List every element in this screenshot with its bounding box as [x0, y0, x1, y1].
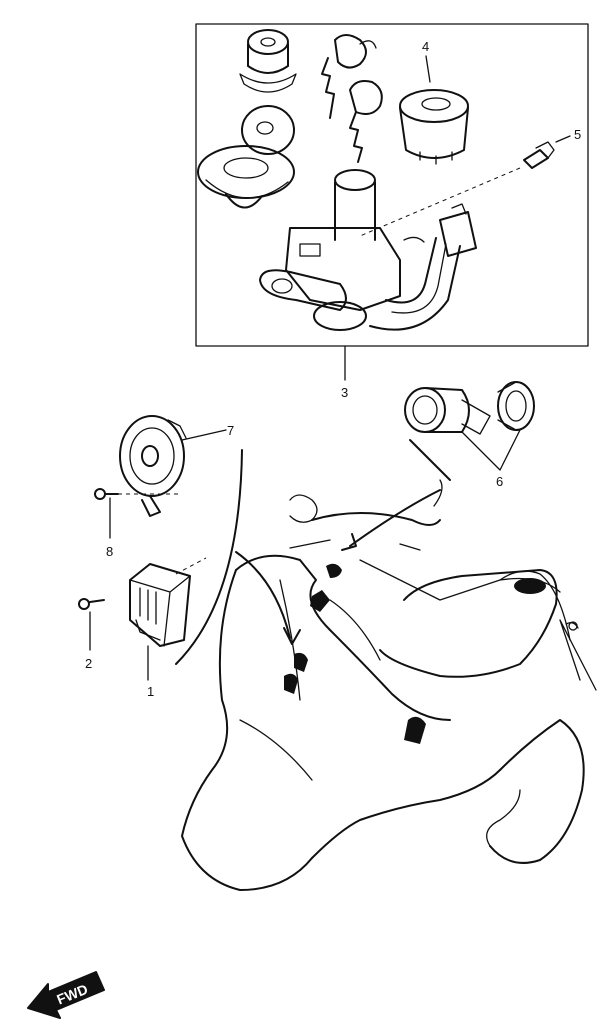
seat-lock-cylinder: [239, 29, 297, 93]
part-8-screw: [94, 488, 119, 500]
install-arrow-6: [349, 489, 441, 547]
guide-line-6: [409, 439, 451, 481]
install-arrowhead-1-7: [283, 627, 301, 645]
callout-3: 3: [341, 385, 348, 400]
part-5-bolt: [523, 141, 555, 169]
leader-5-dashed: [359, 167, 521, 237]
callout-6: 6: [496, 474, 503, 489]
part-7-horn: [119, 415, 187, 517]
part-4-cap: [399, 89, 469, 165]
callout-7: 7: [227, 423, 234, 438]
leader-6: [461, 429, 521, 471]
fuel-cap-lock: [197, 105, 295, 209]
ignition-lock-set-group: [195, 23, 589, 347]
install-arrow-1-7: [235, 551, 291, 639]
lock-set-frame: [195, 23, 589, 347]
install-arrowhead-6: [341, 533, 357, 551]
keys: [321, 34, 383, 163]
callout-5: 5: [574, 127, 581, 142]
part-2-screw: [78, 598, 105, 610]
callout-2: 2: [85, 656, 92, 671]
leader-4: [425, 55, 431, 83]
main-switch-body: [259, 169, 477, 331]
part-6-socket: [404, 381, 535, 435]
callout-1: 1: [147, 684, 154, 699]
callout-8: 8: [106, 544, 113, 559]
motorcycle-outline: [181, 479, 597, 891]
callout-4: 4: [422, 39, 429, 54]
part-1-regulator: [129, 563, 191, 647]
leader-5: [555, 135, 571, 143]
leader-1-dashed: [175, 557, 207, 575]
guide-curve-left: [175, 449, 243, 665]
leader-7: [181, 429, 227, 441]
fwd-direction-badge: FWD: [27, 971, 105, 1019]
